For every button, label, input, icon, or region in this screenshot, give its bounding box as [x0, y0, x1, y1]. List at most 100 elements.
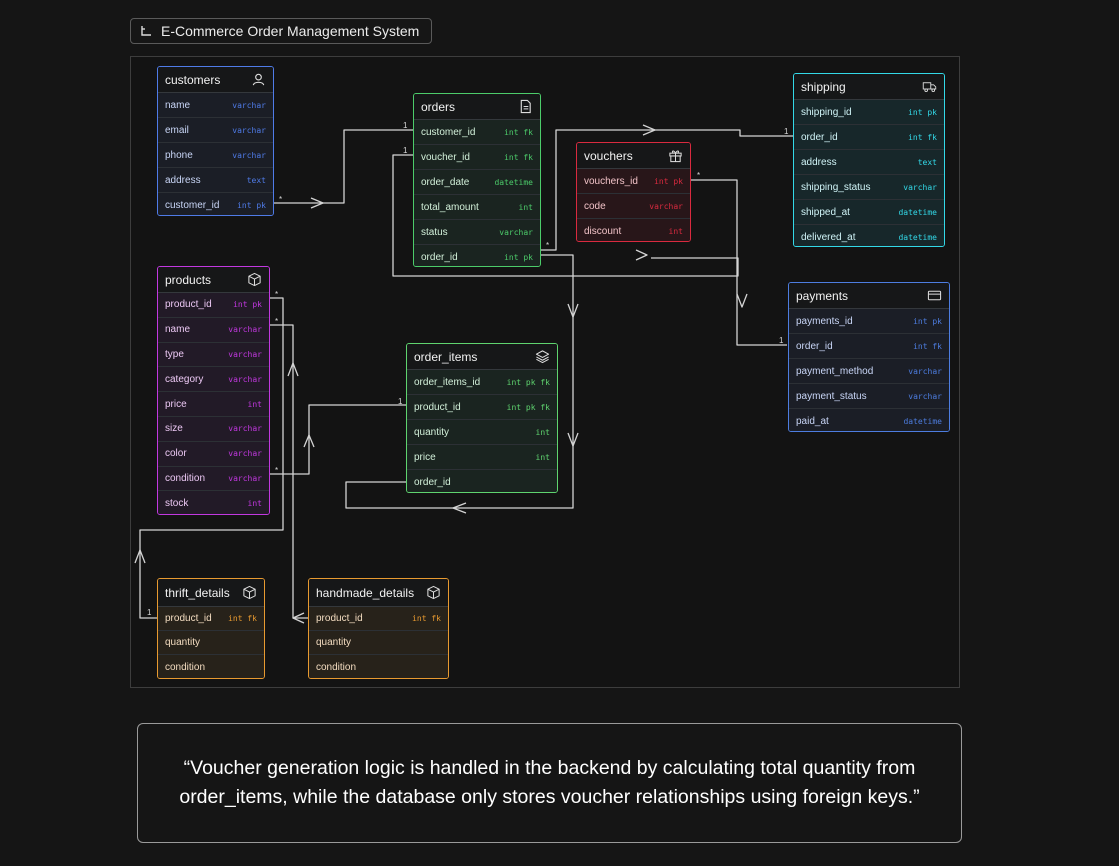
- field-type: varchar: [232, 100, 266, 110]
- field-type: int pk fk: [506, 377, 550, 387]
- field-type: text: [246, 175, 266, 185]
- field-type: int: [535, 452, 550, 462]
- table-title: order_items: [414, 349, 478, 364]
- field-row[interactable]: address text: [158, 168, 273, 193]
- field-name: status: [421, 226, 448, 238]
- table-header-handmade-details[interactable]: handmade_details: [309, 579, 448, 607]
- field-row[interactable]: condition: [309, 655, 448, 678]
- field-type: int fk: [228, 614, 257, 623]
- table-title: thrift_details: [165, 585, 230, 600]
- field-row[interactable]: condition: [158, 655, 264, 678]
- field-name: condition: [165, 661, 206, 673]
- field-name: voucher_id: [421, 151, 470, 163]
- field-row[interactable]: total_amount int: [414, 195, 540, 220]
- field-row[interactable]: quantity: [309, 631, 448, 655]
- schema-icon: [141, 26, 151, 36]
- table-header-payments[interactable]: payments: [789, 283, 949, 309]
- document-icon: [520, 99, 531, 114]
- field-type: int: [535, 427, 550, 437]
- field-type: varchar: [232, 150, 266, 160]
- user-icon: [252, 73, 265, 86]
- table-header-orders[interactable]: orders: [414, 94, 540, 120]
- field-name: payment_status: [796, 390, 867, 402]
- field-row[interactable]: quantity int: [407, 420, 557, 445]
- field-name: total_amount: [421, 201, 479, 213]
- field-name: order_id: [796, 340, 833, 352]
- field-type: int: [518, 202, 533, 212]
- field-name: condition: [316, 661, 357, 673]
- field-name: price: [165, 398, 187, 410]
- field-name: customer_id: [165, 200, 220, 211]
- field-name: quantity: [414, 426, 450, 438]
- table-header-order-items[interactable]: order_items: [407, 344, 557, 370]
- table-header-customers[interactable]: customers: [158, 67, 273, 93]
- field-name: discount: [584, 226, 622, 237]
- field-name: product_id: [165, 299, 212, 311]
- field-name: customer_id: [421, 126, 476, 138]
- field-name: address: [165, 174, 201, 186]
- field-name: type: [165, 348, 184, 360]
- field-row[interactable]: order_id: [407, 470, 557, 492]
- field-name: delivered_at: [801, 232, 856, 243]
- table-header-thrift-details[interactable]: thrift_details: [158, 579, 264, 607]
- field-name: category: [165, 373, 204, 385]
- field-type: int: [247, 499, 262, 509]
- table-title: vouchers: [584, 148, 633, 163]
- table-header-shipping[interactable]: shipping: [794, 74, 944, 100]
- field-row[interactable]: quantity: [158, 631, 264, 655]
- credit-card-icon: [927, 290, 942, 301]
- table-header-vouchers[interactable]: vouchers: [577, 143, 690, 169]
- table-header-products[interactable]: products: [158, 267, 269, 293]
- layers-icon: [535, 350, 550, 364]
- field-type: varchar: [228, 424, 262, 434]
- field-type: int pk: [504, 253, 533, 262]
- field-name: order_id: [801, 131, 838, 143]
